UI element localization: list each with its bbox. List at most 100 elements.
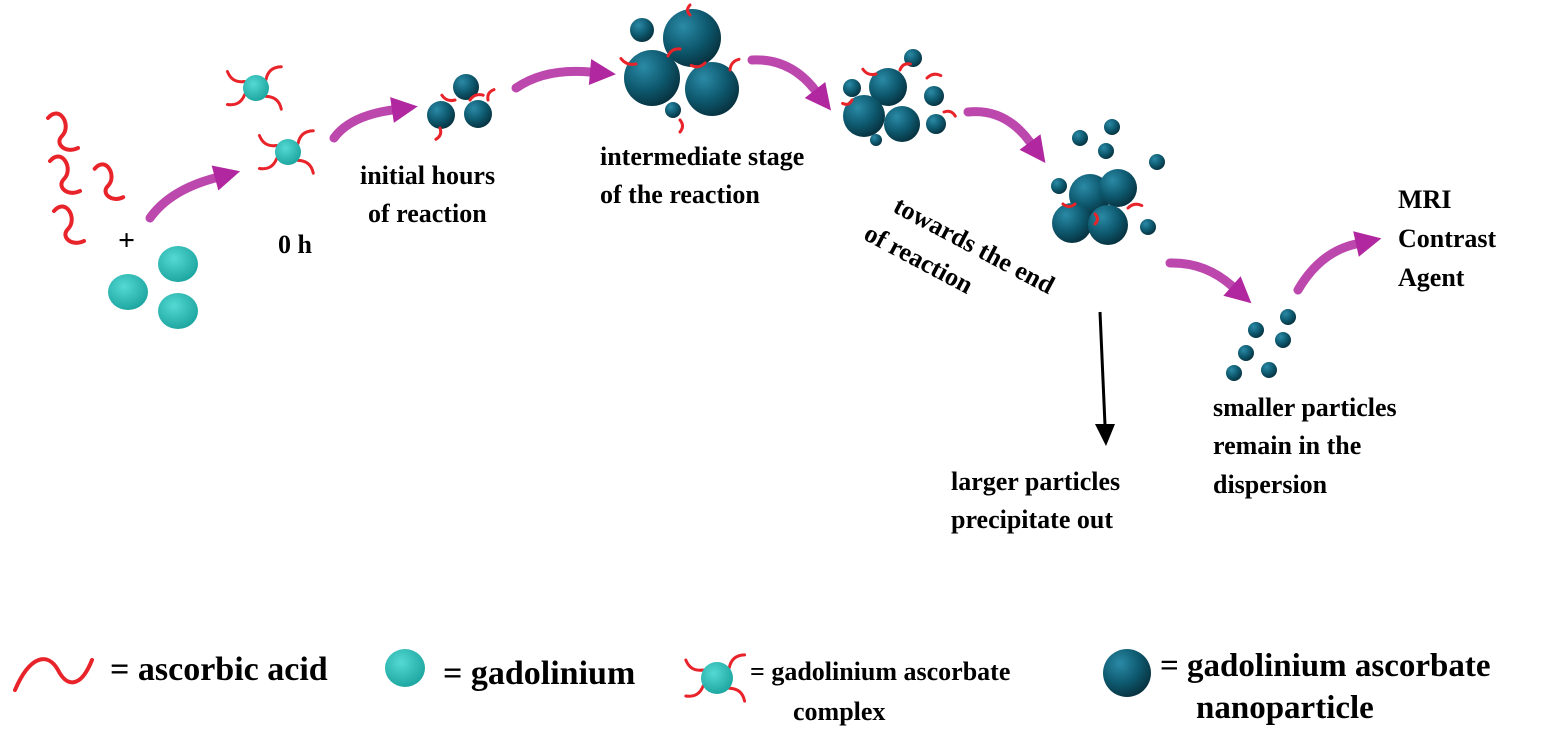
nanoparticle (1261, 362, 1277, 378)
flow-arrow-head (1019, 134, 1046, 163)
ascorbate-ligand (727, 653, 747, 670)
ascorbate-ligand (666, 47, 682, 58)
nanoparticle (869, 68, 907, 106)
stage-end-clusters (841, 49, 957, 146)
flow-arrows (145, 55, 1382, 304)
plus-sign: + (118, 224, 135, 257)
nanoparticle (843, 95, 885, 137)
nanoparticle (1280, 309, 1296, 325)
ascorbate-ligand (257, 134, 279, 148)
dispersion-line-3: dispersion (1213, 470, 1328, 499)
nanoparticle (924, 86, 944, 106)
ascorbate-ligand (468, 93, 485, 102)
nanoparticle (624, 50, 680, 106)
nanoparticle (1140, 219, 1156, 235)
ascorbate-ligand (689, 61, 707, 69)
legend-gadolinium-label: = gadolinium (443, 655, 635, 692)
gadolinium-ion (275, 139, 301, 165)
flow-arrow-shaft (1165, 258, 1237, 291)
ascorbic-acid-strand (52, 204, 86, 245)
ascorbic-acid-strand (92, 162, 126, 201)
flow-arrow-head (390, 97, 418, 123)
final-line-2: Contrast (1398, 224, 1497, 253)
nanoparticle (870, 134, 882, 146)
legend-nanoparticle-label: = gadolinium ascorbate nanoparticle (1160, 648, 1499, 726)
reactant-gadolinium-ions (108, 246, 198, 329)
flow-arrow-head (804, 81, 832, 111)
nanoparticle (884, 106, 920, 142)
legend-complex-line-2: complex (793, 697, 885, 726)
stage-intermediate-clusters (619, 3, 741, 134)
ascorbate-ligand (678, 118, 684, 134)
stage-small-particles (1051, 119, 1296, 381)
ascorbate-ligand (684, 658, 705, 672)
flow-arrow-shaft (1293, 239, 1361, 295)
dispersion-line-2: remain in the (1213, 431, 1361, 460)
gadolinium-ion (701, 662, 733, 694)
ascorbic-acid-strand (48, 154, 82, 195)
stage-end-label: towards the end of reaction (860, 185, 1066, 337)
legend-complex-line-1: = gadolinium ascorbate (750, 657, 1010, 686)
nanoparticle (1238, 345, 1254, 361)
precipitate-line-1: larger particles (951, 467, 1120, 496)
nanoparticle (665, 102, 681, 118)
nanoparticle (1098, 143, 1114, 159)
ascorbate-ligand (440, 93, 457, 103)
ascorbate-ligand (264, 65, 283, 82)
gadolinium-ion (385, 649, 425, 687)
nanoparticle (926, 114, 946, 134)
ascorbate-ligand (296, 158, 315, 175)
gadolinium-ascorbate-complex-icon (684, 653, 747, 703)
nanoparticle (464, 100, 492, 128)
ascorbic-acid-icon (13, 657, 94, 692)
precipitate-arrow (1095, 311, 1115, 446)
nanoparticle (1275, 332, 1291, 348)
ascorbate-ligand (686, 3, 692, 17)
stage-intermediate-line-2: of the reaction (600, 180, 760, 209)
flow-arrow-shaft (963, 107, 1035, 147)
ascorbate-ligand (861, 67, 878, 77)
legend-complex-label: = gadolinium ascorbate complex (750, 657, 1017, 726)
ascorbate-ligand (942, 109, 957, 118)
gadolinium-ion (243, 75, 269, 101)
final-line-1: MRI (1398, 185, 1451, 214)
nanoparticle (1088, 205, 1128, 245)
ascorbic-acid-strand (46, 111, 80, 152)
nanoparticle (1099, 169, 1137, 207)
nanoparticle (1248, 322, 1264, 338)
flow-arrow-head (211, 165, 241, 191)
flow-arrow-head (1353, 231, 1382, 257)
ascorbate-ligand (1061, 202, 1077, 208)
nanoparticle (630, 18, 654, 42)
gadolinium-ion (158, 246, 198, 282)
stage-initial-line-2: of reaction (368, 199, 487, 228)
flow-arrow-shaft (747, 55, 820, 95)
legend-nanoparticle-line-1: = gadolinium ascorbate (1160, 648, 1490, 684)
ascorbate-ligand (434, 126, 443, 141)
ascorbate-ligand (486, 88, 496, 102)
stage-intermediate-label: intermediate stage of the reaction (600, 142, 811, 209)
nanoparticle (1103, 649, 1151, 697)
dispersion-line-1: smaller particles (1213, 393, 1397, 422)
legend-acid-label: = ascorbic acid (110, 651, 328, 688)
nanoparticle (427, 101, 455, 129)
stage-initial-clusters (427, 74, 496, 141)
nanoparticle (1052, 203, 1092, 243)
nanoparticle (1104, 119, 1120, 135)
gadolinium-icon (385, 649, 425, 687)
reactant-ascorbic-acids (46, 111, 126, 245)
ascorbate-ligand (1093, 212, 1099, 226)
ascorbate-ligand (225, 70, 247, 84)
final-product-label: MRI Contrast Agent (1398, 185, 1503, 292)
gadolinium-ion (158, 293, 198, 329)
precipitate-line-2: precipitate out (951, 505, 1113, 534)
flow-arrow-shaft (511, 66, 595, 93)
ascorbate-ligand (841, 98, 854, 106)
legend: = ascorbic acid = gadolinium = gadoliniu… (13, 648, 1499, 726)
nanoparticle (685, 62, 739, 116)
gadolinium-ion (108, 274, 148, 310)
ascorbate-ligand (925, 72, 943, 80)
ascorbic-acid-strand (13, 657, 94, 692)
nanoparticle (663, 9, 721, 67)
